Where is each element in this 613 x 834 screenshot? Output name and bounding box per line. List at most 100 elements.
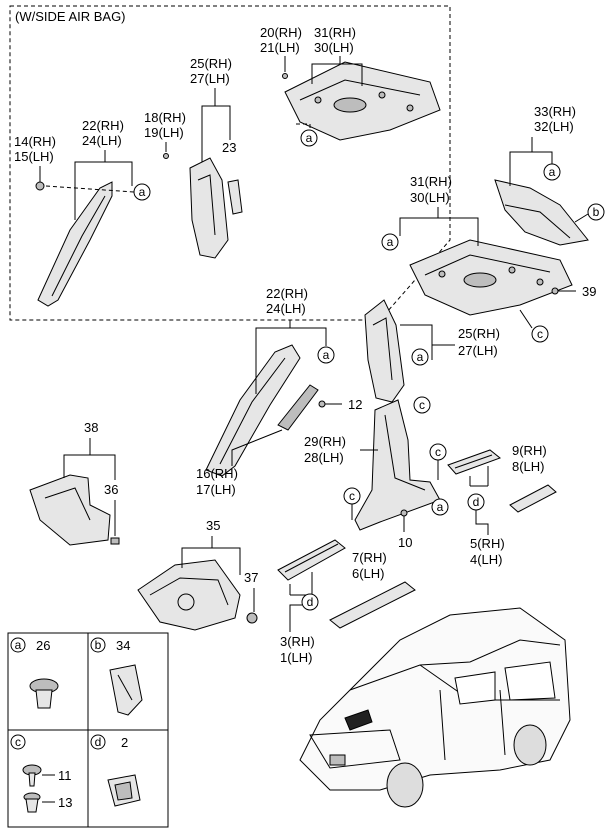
legend-callout-b — [90, 637, 106, 653]
label-30a: 30(LH) — [314, 40, 354, 55]
clip-2 — [107, 774, 141, 807]
label-7: 7(RH) — [352, 550, 387, 565]
leader-31a — [311, 56, 363, 86]
callout-c-2-text: c — [419, 398, 425, 412]
label-21: 21(LH) — [260, 40, 300, 55]
callout-a — [300, 129, 318, 147]
clip-10 — [400, 509, 408, 517]
label-36: 36 — [104, 482, 118, 497]
legend-c-letter: c — [15, 735, 21, 749]
label-14: 14(RH) — [14, 134, 56, 149]
leader-c-roof — [519, 309, 533, 329]
leader-a-roof — [296, 123, 311, 130]
callout-a-text: a — [306, 131, 313, 145]
callout-a-2 — [133, 183, 151, 201]
legend-b-part: 34 — [116, 638, 130, 653]
label-8: 8(LH) — [512, 459, 545, 474]
leader-22a — [74, 150, 133, 220]
label-5: 5(RH) — [470, 536, 505, 551]
legend-d-part: 2 — [121, 735, 128, 750]
push-clip-26 — [29, 678, 59, 709]
label-27a: 27(LH) — [190, 71, 230, 86]
front-sill-scuff — [329, 581, 416, 629]
label-39: 39 — [582, 284, 596, 299]
label-22b: 22(RH) — [266, 286, 308, 301]
label-12: 12 — [348, 397, 362, 412]
callout-a-7-text: a — [437, 500, 444, 514]
clip-14 — [35, 181, 45, 191]
label-17: 17(LH) — [196, 482, 236, 497]
label-24b: 24(LH) — [266, 301, 306, 316]
legend-d-letter: d — [95, 735, 102, 749]
callout-b — [587, 203, 605, 221]
label-23: 23 — [222, 140, 236, 155]
rear-header-trim — [494, 179, 589, 246]
legend-callout-d — [90, 734, 106, 750]
leader-31b — [399, 207, 479, 246]
front-scuff-plate — [277, 539, 346, 581]
label-6: 6(LH) — [352, 566, 385, 581]
rear-sill-scuff — [509, 484, 557, 513]
label-1: 1(LH) — [280, 650, 313, 665]
label-30b: 30(LH) — [410, 190, 450, 205]
label-31a: 31(RH) — [314, 25, 356, 40]
callout-c-text: c — [537, 327, 543, 341]
leader-16 — [231, 429, 283, 466]
callout-a-7 — [431, 498, 449, 516]
callout-a-3 — [543, 163, 561, 181]
clip-13 — [23, 792, 41, 813]
callout-a-5-text: a — [323, 348, 330, 362]
quarter-trim-38 — [29, 474, 111, 546]
legend-table — [7, 632, 169, 828]
label-20: 20(RH) — [260, 25, 302, 40]
leader-38 — [63, 438, 116, 480]
clip-12 — [318, 400, 326, 408]
legend-callout-a — [10, 637, 26, 653]
callout-d-2 — [301, 593, 319, 611]
legend-c-part2: 13 — [58, 795, 72, 810]
label-25b: 25(RH) — [458, 326, 500, 341]
callout-a-4 — [381, 233, 399, 251]
roof-lining-airbag — [284, 61, 441, 141]
callout-c-4-text: c — [349, 489, 355, 503]
callout-c — [531, 325, 549, 343]
label-9: 9(RH) — [512, 443, 547, 458]
label-3: 3(RH) — [280, 634, 315, 649]
label-28: 28(LH) — [304, 450, 344, 465]
callout-d-2-text: d — [307, 595, 314, 609]
label-24a: 24(LH) — [82, 133, 122, 148]
label-32: 32(LH) — [534, 119, 574, 134]
weatherstrip-16 — [277, 384, 319, 431]
callout-a-3-text: a — [549, 165, 556, 179]
c-pillar-trim-airbag — [189, 157, 229, 259]
leader-25b — [400, 324, 455, 360]
callout-d-text: d — [473, 495, 480, 509]
label-27b: 27(LH) — [458, 343, 498, 358]
legend-a-letter: a — [15, 638, 22, 652]
legend-c-part1: 11 — [58, 768, 72, 783]
legend-a-part: 26 — [36, 638, 50, 653]
clip-37 — [246, 612, 258, 624]
airbag-label-23 — [227, 179, 243, 215]
callout-a-5 — [317, 346, 335, 364]
leader-33 — [509, 137, 553, 186]
legend-callout-c — [10, 734, 26, 750]
clip-34 — [109, 664, 143, 716]
rear-scuff-plate — [447, 449, 502, 475]
leader-22b — [255, 320, 327, 394]
callout-c-3-text: c — [435, 445, 441, 459]
legend-b-letter: b — [95, 638, 102, 652]
leader-d — [475, 510, 489, 535]
label-4: 4(LH) — [470, 552, 503, 567]
label-18: 18(RH) — [144, 110, 186, 125]
a-pillar-trim — [205, 344, 301, 477]
label-25a: 25(RH) — [190, 56, 232, 71]
c-pillar-trim — [364, 299, 405, 403]
clip-39 — [551, 287, 559, 295]
label-37: 37 — [244, 570, 258, 585]
callout-c-2 — [413, 396, 431, 414]
clip-20 — [282, 73, 288, 79]
callout-a-6-text: a — [417, 350, 424, 364]
